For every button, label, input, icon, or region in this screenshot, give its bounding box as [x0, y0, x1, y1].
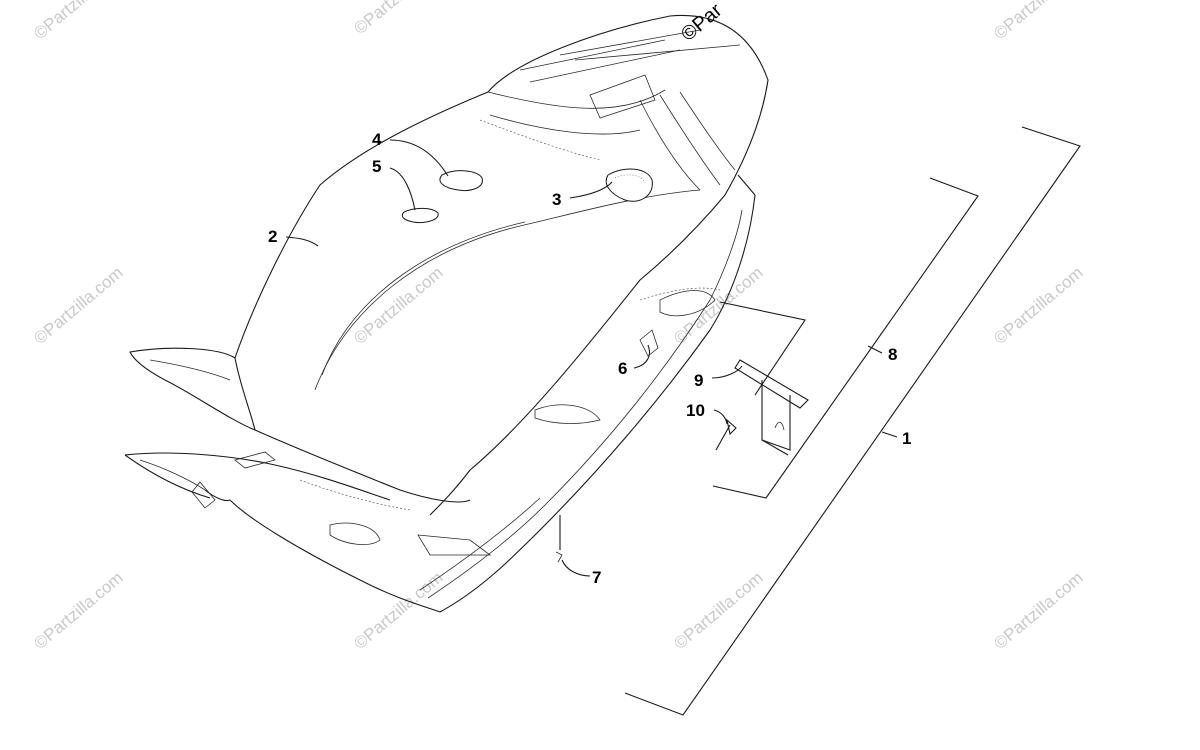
callout-2: 2	[268, 227, 277, 246]
watermark-10: ©Partzilla.com	[670, 568, 766, 653]
clip-6	[639, 329, 659, 357]
watermark-2: ©Partzilla.com	[350, 0, 446, 38]
subassembly-box	[719, 301, 806, 396]
watermark-6: ©Partzilla.com	[670, 263, 766, 348]
watermark-7: ©Partzilla.com	[990, 263, 1086, 348]
watermark-1: ©Partzilla.com	[30, 0, 126, 43]
callout-8: 8	[888, 345, 897, 364]
watermark-4: ©Partzilla.com	[30, 263, 126, 348]
callout-5: 5	[372, 157, 381, 176]
callout-6: 6	[618, 359, 627, 378]
watermark-3: ©Partzilla.com	[990, 0, 1086, 43]
callouts: 1 2 3 4 5 6 7 8 9 10	[268, 130, 911, 587]
watermark-8: ©Partzilla.com	[30, 568, 126, 653]
pin-10	[715, 418, 737, 451]
callout-4: 4	[372, 130, 382, 149]
watermark-11: ©Partzilla.com	[990, 568, 1086, 653]
bracket-line-1	[624, 126, 1081, 716]
bracket-9	[734, 359, 809, 456]
watermark-9: ©Partzilla.com	[350, 568, 446, 653]
callout-3: 3	[552, 190, 561, 209]
callout-10: 10	[686, 401, 705, 420]
pad-4	[439, 170, 483, 191]
assembly-brackets	[624, 126, 1081, 716]
watermark-5: ©Partzilla.com	[350, 263, 446, 348]
pad-3	[605, 168, 653, 202]
callout-9: 9	[694, 371, 703, 390]
bracket-line-8	[712, 177, 979, 499]
pad-5	[401, 207, 439, 223]
seat-assembly-drawing	[124, 14, 809, 613]
callout-1: 1	[902, 429, 911, 448]
leader-lines	[285, 139, 898, 577]
callout-7: 7	[592, 568, 601, 587]
watermarks: ©Partzilla.com ©Partzilla.com ©Partzilla…	[30, 0, 1086, 653]
